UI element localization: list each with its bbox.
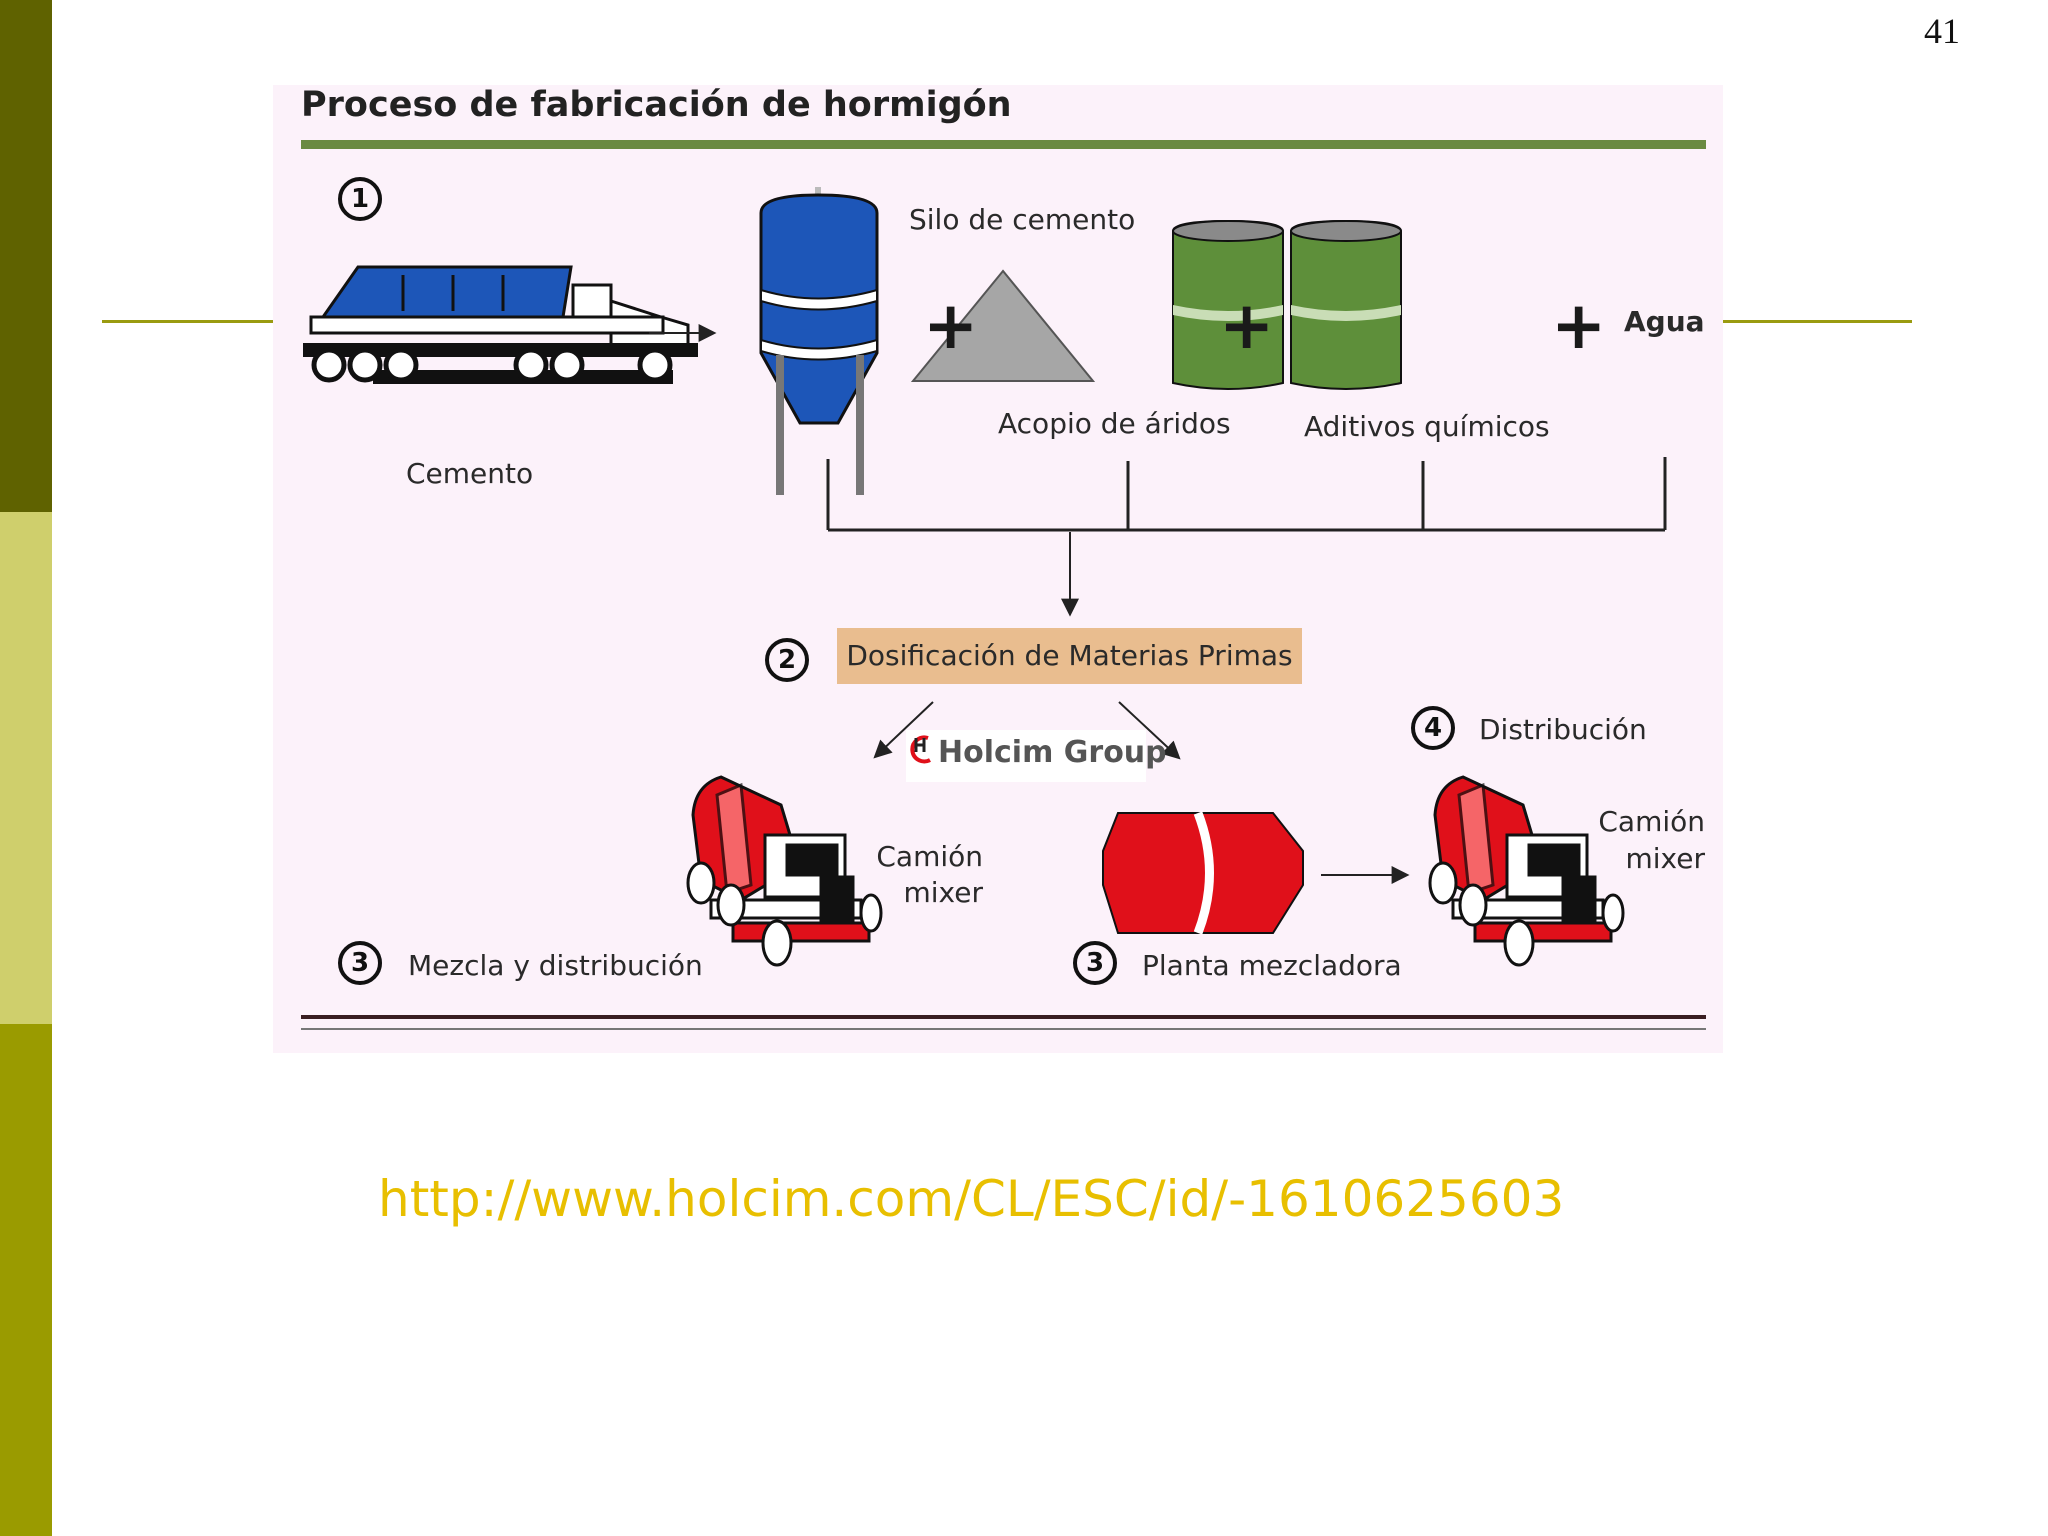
concrete-process-figure: Proceso de fabricación de hormigón xyxy=(273,85,1723,1053)
holcim-group-logo: Holcim Group xyxy=(906,730,1167,782)
arrow-to-plant xyxy=(1118,701,1181,760)
plus-sign-3: + xyxy=(1551,287,1607,364)
divider-right xyxy=(1722,320,1912,323)
cement-silo-icon xyxy=(759,187,879,495)
divider-left xyxy=(102,320,274,323)
dosing-box: Dosificación de Materias Primas xyxy=(837,628,1302,684)
left-accent-bar-top xyxy=(0,0,52,512)
step-2-badge: 2 xyxy=(765,638,809,682)
logo-text: Holcim Group xyxy=(938,735,1167,770)
label-distribucion: Distribución xyxy=(1479,713,1647,746)
mixing-plant-drum-icon xyxy=(1102,811,1304,935)
source-url-link[interactable]: http://www.holcim.com/CL/ESC/id/-1610625… xyxy=(378,1170,1565,1228)
collector-lines xyxy=(826,457,1667,532)
step-3-badge-mix: 3 xyxy=(338,941,382,985)
bottom-rule-thick xyxy=(301,1015,1706,1019)
label-mixer-2: mixer xyxy=(1625,842,1705,875)
bottom-rule-thin xyxy=(301,1028,1706,1030)
process-illustration xyxy=(303,187,1667,967)
label-acopio: Acopio de áridos xyxy=(998,407,1231,440)
mixer-truck-icon-1 xyxy=(686,775,883,967)
label-cemento: Cemento xyxy=(406,457,534,490)
label-aditivos: Aditivos químicos xyxy=(1304,410,1550,443)
plus-sign-1: + xyxy=(923,287,979,364)
holcim-logo-mark-icon xyxy=(910,735,931,764)
step-4-badge: 4 xyxy=(1411,706,1455,750)
label-mezcla: Mezcla y distribución xyxy=(408,949,703,982)
plus-sign-2: + xyxy=(1219,287,1275,364)
label-silo: Silo de cemento xyxy=(909,203,1136,236)
chemical-barrels-icon xyxy=(1172,219,1402,390)
label-agua: Agua xyxy=(1624,305,1705,338)
left-accent-bar-bottom xyxy=(0,1024,52,1536)
label-planta: Planta mezcladora xyxy=(1142,949,1402,982)
step-1-badge: 1 xyxy=(338,177,382,221)
page-number: 41 xyxy=(1924,11,1960,51)
left-accent-bar-middle xyxy=(0,512,52,1024)
title-rule xyxy=(301,140,1706,149)
aggregate-pile-icon xyxy=(910,269,1096,382)
step-3-badge-plant: 3 xyxy=(1073,941,1117,985)
cement-bulk-truck-icon xyxy=(303,265,698,384)
mixer-truck-icon-2 xyxy=(1428,775,1625,967)
label-camion-1: Camión xyxy=(876,840,983,873)
label-camion-2: Camión xyxy=(1598,805,1705,838)
label-mixer-1: mixer xyxy=(903,876,983,909)
arrow-to-mixer-truck xyxy=(873,701,934,759)
figure-title: Proceso de fabricación de hormigón xyxy=(301,85,1012,125)
